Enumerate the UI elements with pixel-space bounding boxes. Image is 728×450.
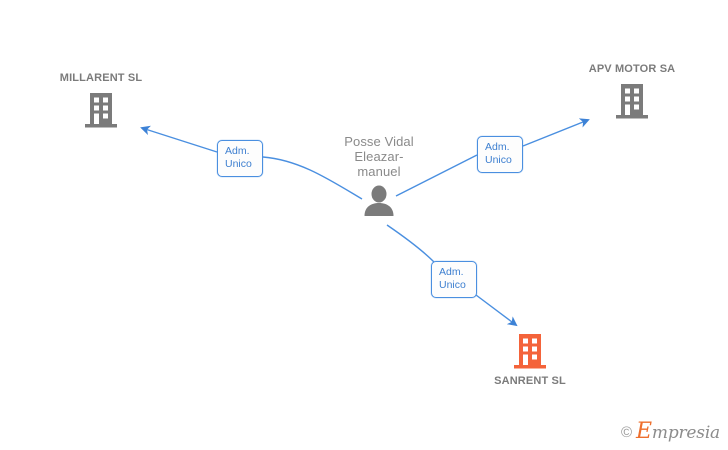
relation-label-millarent[interactable]: Adm. Unico: [217, 140, 263, 177]
edge-arrow-to-apvmotor: [522, 118, 590, 147]
building-icon: [512, 331, 548, 371]
node-label-sanrent: SANRENT SL: [494, 375, 566, 387]
brand-rest: mpresia: [651, 423, 720, 443]
node-label-apvmotor: APV MOTOR SA: [588, 63, 676, 75]
node-apvmotor[interactable]: APV MOTOR SA: [552, 63, 712, 121]
copyright-icon: ©: [620, 424, 633, 441]
edge-line-person-to-sanrent-label: [386, 224, 435, 263]
node-label-person: Posse Vidal Eleazar- manuel: [344, 134, 414, 179]
node-label-millarent: MILLARENT SL: [59, 72, 143, 84]
relation-label-apvmotor[interactable]: Adm. Unico: [477, 136, 523, 173]
node-sanrent[interactable]: SANRENT SL: [450, 331, 610, 389]
edge-arrow-to-sanrent: [471, 291, 518, 327]
relation-label-sanrent[interactable]: Adm. Unico: [431, 261, 477, 298]
person-icon: [362, 185, 396, 217]
brand-name: Empresia: [636, 421, 720, 443]
building-icon: [83, 90, 119, 130]
watermark: © Empresia: [620, 421, 720, 443]
building-icon: [614, 81, 650, 121]
brand-initial: E: [636, 419, 652, 444]
node-millarent[interactable]: MILLARENT SL: [21, 72, 181, 130]
edge-arrow-to-millarent: [140, 125, 218, 153]
node-person[interactable]: Posse Vidal Eleazar- manuel: [299, 134, 459, 217]
